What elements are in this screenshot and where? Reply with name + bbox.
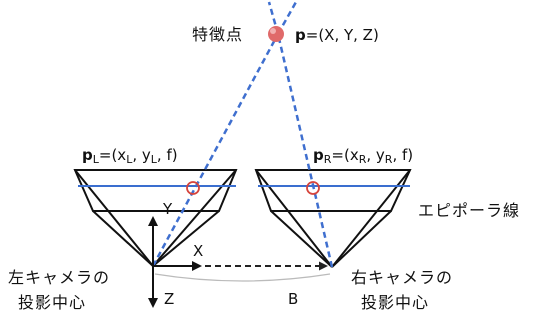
right-frustum-edge [331,210,392,268]
left-formula-tail: , f) [157,146,178,164]
left-frustum-edge [92,210,154,267]
feature-point-coordinates: p=(X, Y, Z) [295,26,379,44]
right-frustum-edge [331,169,411,268]
right-image-point-marker [306,181,320,195]
left-image-point-formula: pL=(xL, yL, f) [82,146,178,166]
epipolar-line-label: エピポーラ線 [418,201,520,220]
baseline [154,261,331,282]
left-point-symbol: p [82,146,93,164]
left-image-point-marker [186,181,200,195]
left-y-subscript: L [151,153,158,166]
right-frustum-edge [270,210,333,268]
right-camera-center-label-line2: 投影中心 [361,293,429,312]
left-camera-center-label-line1: 左キャメラの [8,268,110,287]
feature-point-coordinate-values: =(X, Y, Z) [306,26,379,44]
right-image-point-formula: pR=(xR, yR, f) [313,146,413,166]
left-camera-axes [148,216,202,308]
left-camera-frustum [73,169,238,267]
right-point-subscript: R [324,153,332,166]
y-axis-label: Y [162,200,173,218]
right-frustum-edge [255,169,333,268]
left-frustum-edge [152,210,220,267]
feature-point-symbol: p [295,26,306,44]
left-ray-extension [276,1,298,35]
right-formula-tail: , f) [392,146,413,164]
right-camera-frustum [254,169,412,268]
left-frustum-edge [74,169,154,267]
baseline-label: B [288,290,298,308]
left-point-subscript: L [93,153,100,166]
right-camera-center-label-line1: 右キャメラの [351,268,453,287]
feature-point-label: 特徴点 [192,25,243,44]
left-x-subscript: L [126,153,133,166]
feature-point-sphere [268,26,284,42]
right-image-plane [254,169,412,212]
right-y-subscript: R [385,153,393,166]
right-formula-mid: , y [366,146,385,164]
left-projection-ray [151,33,280,267]
x-axis-label: X [193,242,203,260]
baseline-brace [154,273,331,282]
z-axis-label: Z [164,290,174,308]
feature-point-dot [268,26,284,42]
left-camera-center-label-line2: 投影中心 [18,293,86,312]
left-formula-mid: , y [132,146,151,164]
left-image-plane [73,169,238,212]
left-formula-open: =(x [99,146,126,164]
right-formula-open: =(x [331,146,358,164]
feature-point-highlight [270,28,276,34]
right-x-subscript: R [359,153,367,166]
right-point-symbol: p [313,146,324,164]
